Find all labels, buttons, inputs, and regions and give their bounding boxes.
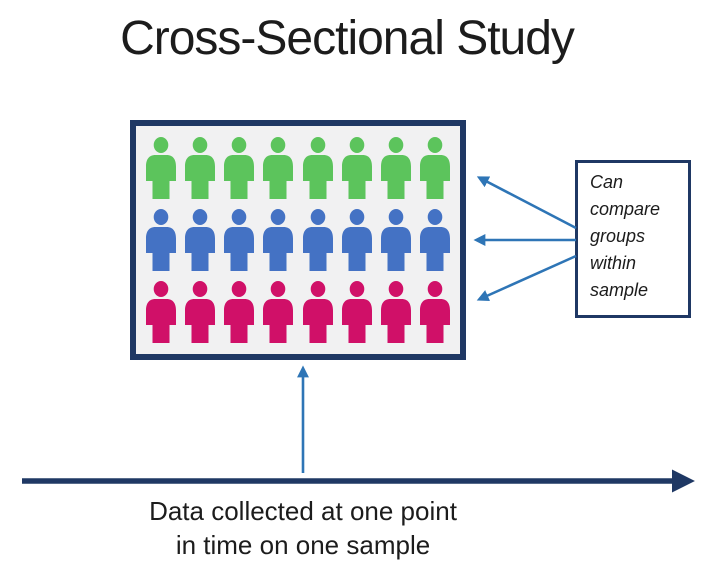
person-icon [224, 281, 255, 343]
person-row-green-group [140, 136, 456, 200]
timeline-caption: Data collected at one point in time on o… [0, 494, 606, 562]
person-icon [146, 137, 177, 199]
sample-box [130, 120, 466, 360]
person-icon [380, 209, 411, 271]
person-icon [185, 281, 216, 343]
person-icon [146, 281, 177, 343]
diagram-title: Cross-Sectional Study [120, 12, 575, 65]
person-icon [185, 209, 216, 271]
person-icon [263, 209, 294, 271]
person-icon [380, 281, 411, 343]
person-icon [341, 209, 372, 271]
person-icon [302, 137, 333, 199]
person-icon [224, 209, 255, 271]
person-icon [380, 137, 411, 199]
person-icon [185, 137, 216, 199]
sample-grid [140, 128, 456, 352]
compare-arrow-top [476, 176, 577, 230]
note-text: Can compare groups within sample [590, 172, 661, 300]
caption-line-1: Data collected at one point [149, 496, 457, 526]
person-row-blue-group [140, 208, 456, 272]
person-icon [419, 281, 450, 343]
person-icon [302, 209, 333, 271]
person-icon [302, 281, 333, 343]
person-icon [341, 281, 372, 343]
compare-arrow-bottom [476, 254, 577, 302]
person-icon [419, 209, 450, 271]
person-icon [341, 137, 372, 199]
person-row-pink-group [140, 280, 456, 344]
person-icon [263, 281, 294, 343]
person-icon [263, 137, 294, 199]
caption-line-2: in time on one sample [175, 530, 431, 560]
person-icon [224, 137, 255, 199]
note-box: Can compare groups within sample [575, 160, 691, 318]
person-icon [419, 137, 450, 199]
person-icon [146, 209, 177, 271]
